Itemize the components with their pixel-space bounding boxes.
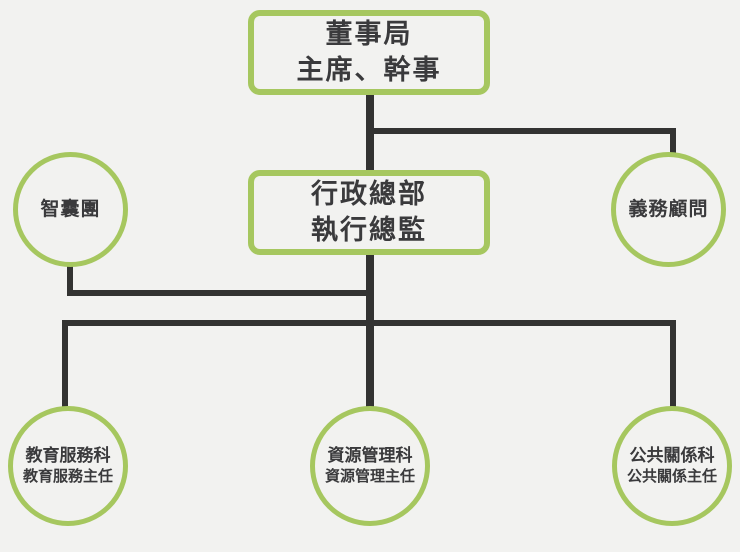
- connector-drop-honorary-advisor: [670, 128, 676, 161]
- connector-branch-to-think-tank: [67, 290, 370, 296]
- connector-drop-resource: [366, 320, 374, 416]
- node-resource-line2: 資源管理主任: [324, 467, 415, 486]
- node-board[interactable]: 董事局 主席、幹事: [248, 10, 490, 95]
- connector-drop-public-relations: [670, 320, 676, 416]
- connector-admin-to-distribution: [366, 255, 374, 326]
- connector-board-to-admin: [366, 95, 374, 175]
- node-public-relations[interactable]: 公共關係科 公共關係主任: [612, 406, 732, 526]
- node-education-line2: 教育服務主任: [22, 467, 113, 486]
- node-honorary-advisor-label: 義務顧問: [628, 198, 709, 221]
- node-admin-line1: 行政總部: [311, 178, 427, 210]
- node-admin-line2: 執行總監: [311, 214, 427, 246]
- node-public-relations-line1: 公共關係科: [629, 445, 715, 466]
- node-admin[interactable]: 行政總部 執行總監: [248, 170, 490, 255]
- node-education[interactable]: 教育服務科 教育服務主任: [8, 406, 128, 526]
- node-board-line1: 董事局: [325, 18, 413, 50]
- connector-drop-education: [62, 320, 68, 416]
- node-think-tank[interactable]: 智囊團: [13, 152, 128, 267]
- node-resource[interactable]: 資源管理科 資源管理主任: [310, 406, 430, 526]
- connector-riser-think-tank: [67, 258, 73, 296]
- node-board-line2: 主席、幹事: [296, 54, 442, 86]
- node-honorary-advisor[interactable]: 義務顧問: [611, 152, 726, 267]
- connector-branch-to-honorary-advisor: [366, 128, 676, 134]
- node-think-tank-label: 智囊團: [40, 198, 101, 221]
- node-public-relations-line2: 公共關係主任: [626, 467, 717, 486]
- node-resource-line1: 資源管理科: [327, 445, 413, 466]
- node-education-line1: 教育服務科: [25, 445, 111, 466]
